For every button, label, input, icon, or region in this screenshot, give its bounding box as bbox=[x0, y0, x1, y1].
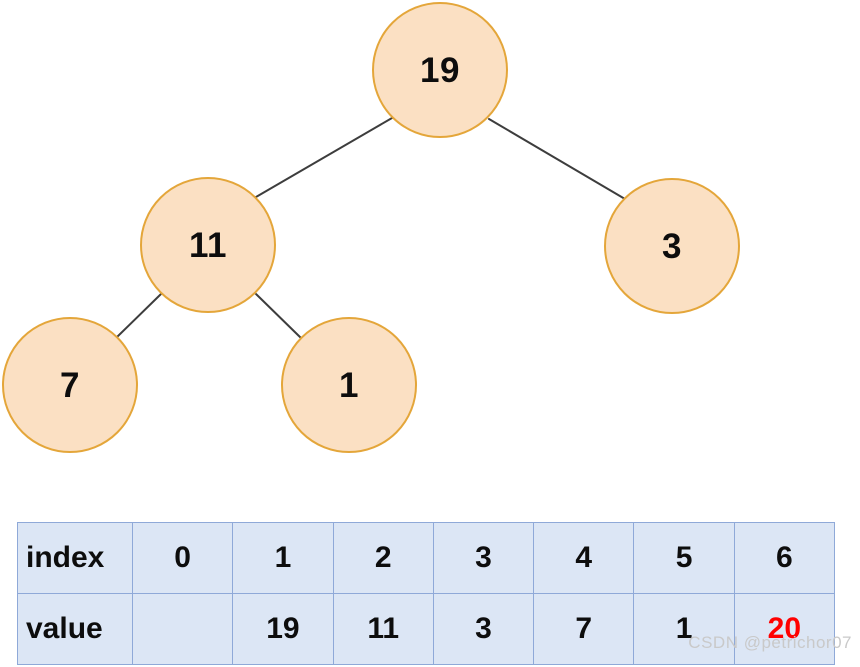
tree-node-label: 11 bbox=[189, 225, 227, 265]
value-cell-4: 7 bbox=[533, 593, 635, 665]
tree-node-root: 19 bbox=[372, 2, 508, 138]
tree-edge-left-to-left-right bbox=[255, 293, 302, 339]
index-cell-4: 4 bbox=[533, 522, 635, 594]
tree-node-label: 1 bbox=[339, 365, 359, 405]
value-cell-6: 20 bbox=[733, 593, 836, 665]
binary-tree-diagram: 19 11 3 7 1 bbox=[2, 2, 740, 453]
tree-node-right: 3 bbox=[604, 178, 740, 314]
value-cell-0 bbox=[131, 593, 234, 665]
value-cell-1: 19 bbox=[232, 593, 334, 665]
index-cell-1: 1 bbox=[232, 522, 334, 594]
tree-node-left-right: 1 bbox=[281, 317, 417, 453]
tree-node-label: 7 bbox=[60, 365, 80, 405]
index-cell-2: 2 bbox=[332, 522, 434, 594]
tree-edge-root-to-right bbox=[488, 118, 626, 200]
tree-edge-left-to-left-left bbox=[116, 293, 162, 338]
index-cell-0: 0 bbox=[131, 522, 234, 594]
tree-node-left-left: 7 bbox=[2, 317, 138, 453]
tree-edge-root-to-left bbox=[255, 117, 393, 198]
index-cell-6: 6 bbox=[733, 522, 836, 594]
tree-node-left: 11 bbox=[140, 177, 276, 313]
value-cell-5: 1 bbox=[633, 593, 735, 665]
tree-node-label: 3 bbox=[662, 226, 682, 266]
value-cell-3: 3 bbox=[432, 593, 535, 665]
row-header-value: value bbox=[17, 593, 133, 665]
index-cell-3: 3 bbox=[432, 522, 535, 594]
tree-edges-layer bbox=[116, 117, 626, 339]
row-header-index: index bbox=[17, 522, 133, 594]
index-cell-5: 5 bbox=[633, 522, 735, 594]
tree-node-label: 19 bbox=[420, 50, 460, 90]
value-cell-2: 11 bbox=[332, 593, 434, 665]
